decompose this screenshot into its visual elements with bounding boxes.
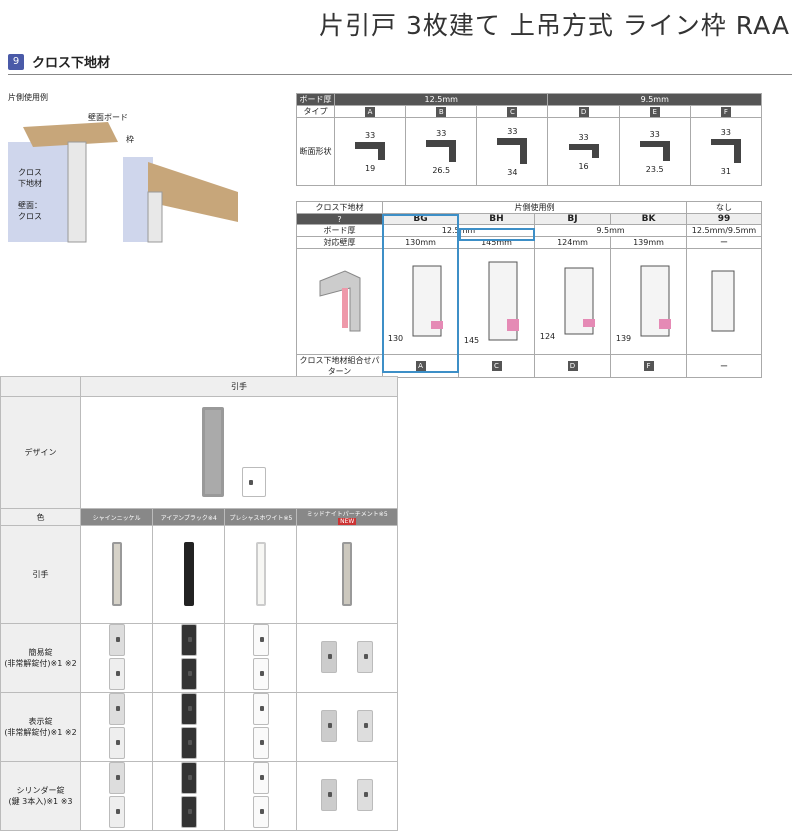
code-99: 99 [686, 213, 762, 225]
cylinder-lock-black [152, 761, 226, 831]
highlight-board-thickness [459, 228, 535, 241]
handle-shine-nickel [79, 525, 154, 624]
handle-midnight [296, 525, 398, 624]
page-title: 片引戸 3枚建て 上吊方式 ライン枠 RAA [319, 11, 790, 40]
type-c: C [507, 106, 518, 117]
design-preview [80, 396, 398, 509]
type-e: E [649, 106, 660, 117]
display-lock-white [224, 692, 298, 762]
section-bg: 130 [382, 248, 459, 355]
handle-table: 引手 デザイン 色 シャインニッケル アイアンブラック※4 プレシャスホワイト※… [0, 376, 398, 831]
handle-precious-white [224, 525, 298, 624]
type-a: A [365, 106, 376, 117]
board-profile-table: ボード厚 12.5mm 9.5mm タイプ A B C D E F 断面形状 3… [296, 93, 763, 186]
label-frame: 枠 [126, 135, 134, 144]
handle-iron-black [152, 525, 226, 624]
cross-base-illustration: 片側使用例 壁面ボード 枠 クロス下地材 壁面：クロス [8, 92, 248, 243]
display-lock-nickel [79, 692, 154, 762]
cylinder-lock-midnight [296, 761, 398, 831]
type-f: F [720, 106, 731, 117]
type-b: B [436, 106, 447, 117]
code-bh: BH [458, 213, 535, 225]
section-bh: 145 [458, 248, 535, 355]
illustration-caption: 片側使用例 [8, 93, 48, 102]
section-divider [8, 74, 792, 75]
label-wall-cross: 壁面：クロス [18, 201, 42, 221]
section-label: クロス下地材 [32, 56, 111, 71]
display-lock-black [152, 692, 226, 762]
simple-lock-midnight [296, 623, 398, 693]
section-bj: 124 [534, 248, 611, 355]
handle-design-icon [201, 406, 224, 497]
section-number: 9 [8, 53, 24, 70]
corner-illustration [296, 248, 383, 355]
cylinder-lock-white [224, 761, 298, 831]
simple-lock-nickel [79, 623, 154, 693]
cross-base-table: クロス下地材 片側使用例 なし ? BG BH BJ BK 99 ボード厚 12… [296, 201, 762, 378]
highlight-bg [382, 214, 459, 373]
label-cross-base: クロス下地材 [18, 168, 42, 188]
lock-design-icon [242, 466, 267, 497]
display-lock-midnight [296, 692, 398, 762]
code-bj: BJ [534, 213, 611, 225]
wall-section-drawing [8, 122, 238, 243]
section-heading: 9 クロス下地材 [8, 52, 110, 71]
simple-lock-black [152, 623, 226, 693]
simple-lock-white [224, 623, 298, 693]
section-bk: 139 [610, 248, 687, 355]
section-99 [686, 248, 762, 355]
label-wall-board: 壁面ボード [88, 113, 128, 122]
cylinder-lock-nickel [79, 761, 154, 831]
code-bk: BK [610, 213, 687, 225]
type-d: D [578, 106, 589, 117]
